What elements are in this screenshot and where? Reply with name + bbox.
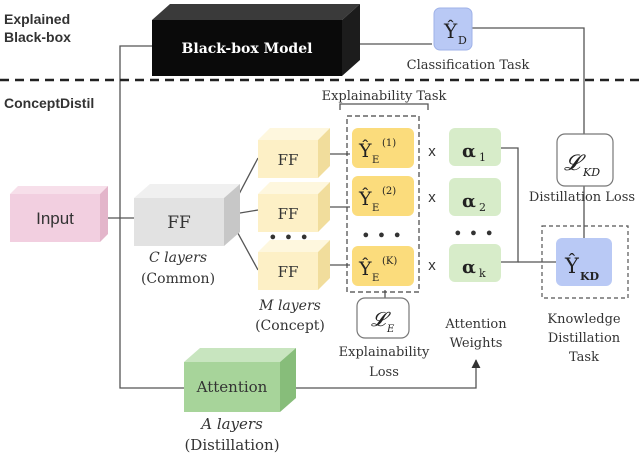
explainability-loss-node: 𝓛 E	[356, 297, 410, 339]
yd-hat: Ŷ	[443, 19, 458, 43]
blackbox-label: Black-box Model	[182, 41, 313, 57]
attention-box: Attention	[184, 348, 296, 412]
input-label: Input	[36, 209, 74, 228]
connector-yd-to-distillloss	[472, 27, 585, 134]
ye-sup-1: (1)	[382, 138, 396, 149]
times-3: x	[428, 257, 436, 274]
common-ff-box: FF	[134, 184, 240, 246]
ykd-node: Ŷ KD	[556, 238, 612, 286]
explainability-task-label: Explainability Task	[322, 89, 447, 104]
ye-sub-1: E	[372, 155, 379, 166]
alpha-sub-2: 2	[479, 201, 486, 214]
ykd-dashed-group	[541, 225, 629, 299]
alpha-symbol-1: α	[462, 141, 476, 162]
ykd-hat: Ŷ	[564, 254, 580, 278]
common-ff-label: FF	[167, 213, 191, 233]
attention-weights-line1: Attention	[444, 317, 507, 332]
ykd-caption-line1: Knowledge	[547, 312, 621, 327]
alpha-node-3: α k	[449, 244, 501, 282]
explainability-dashed-group	[346, 115, 420, 293]
distillation-loss-node: 𝓛 KD	[556, 133, 614, 187]
common-note: (Common)	[141, 271, 215, 287]
connectors	[108, 27, 585, 389]
alpha-dots: ● ● ●	[454, 227, 495, 239]
ye-sub-3: E	[372, 273, 379, 284]
times-2: x	[428, 189, 436, 206]
alpha-sub-3: k	[479, 267, 486, 280]
alpha-symbol-2: α	[462, 191, 476, 212]
concept-ff-box-3: FF	[258, 240, 330, 290]
alpha-node-2: α 2	[449, 178, 501, 216]
alpha-sub-1: 1	[479, 151, 486, 164]
ye-node-1: Ŷ E (1)	[352, 128, 414, 168]
explainability-loss-line1: Explainability	[339, 345, 430, 360]
attention-layers-label: A layers	[199, 415, 263, 433]
ye-node-2: Ŷ E (2)	[352, 176, 414, 216]
attention-weights-line2: Weights	[450, 336, 503, 351]
alpha-node-1: α 1	[449, 128, 501, 166]
ye-sup-2: (2)	[382, 186, 396, 197]
explain-loss-sub: E	[386, 324, 395, 335]
concept-ff-label-1: FF	[278, 151, 299, 169]
ye-hat-2: Ŷ	[358, 187, 372, 210]
explainability-loss-line2: Loss	[369, 365, 399, 380]
concept-ff-box-2: FF	[258, 182, 330, 232]
concept-layers-label: M layers	[258, 298, 321, 314]
yd-node: Ŷ D	[433, 7, 473, 51]
connector-input-to-blackbox	[119, 45, 152, 218]
distillation-loss-label: Distillation Loss	[529, 190, 635, 205]
ye-node-3: Ŷ E (K)	[352, 246, 414, 286]
connector-attention-to-weights	[296, 359, 481, 389]
kd-loss-sub: KD	[582, 166, 600, 179]
ye-sup-3: (K)	[382, 256, 397, 267]
connector-alpha-combiner	[500, 147, 519, 263]
yd-sub: D	[458, 34, 467, 47]
concept-note: (Concept)	[255, 318, 325, 334]
classification-task-label: Classification Task	[407, 58, 530, 73]
ye-sub-2: E	[372, 203, 379, 214]
concept-ff-label-3: FF	[278, 263, 299, 281]
ykd-caption-line2: Distillation	[548, 331, 621, 346]
concept-ff-box-1: FF	[258, 128, 330, 178]
ykd-caption-line3: Task	[569, 350, 599, 365]
conceptdistil-label: ConceptDistil	[4, 95, 94, 111]
blackbox-model-box: Black-box Model	[152, 4, 360, 76]
times-1: x	[428, 143, 436, 160]
concept-ff-label-2: FF	[278, 205, 299, 223]
alpha-symbol-3: α	[462, 257, 476, 278]
explain-dots: ● ● ●	[362, 229, 403, 241]
attention-label: Attention	[196, 378, 268, 396]
ykd-sub: KD	[580, 270, 600, 283]
ye-hat-3: Ŷ	[358, 257, 372, 280]
attention-note: (Distillation)	[184, 436, 279, 454]
connector-input-to-attention	[119, 218, 190, 389]
input-box: Input	[10, 186, 108, 242]
explained-label-line1: Explained	[4, 11, 70, 27]
ye-hat-1: Ŷ	[358, 139, 372, 162]
explain-task-bracket	[339, 103, 429, 110]
common-layers-label: C layers	[149, 250, 207, 266]
explained-label-line2: Black-box	[4, 29, 71, 45]
